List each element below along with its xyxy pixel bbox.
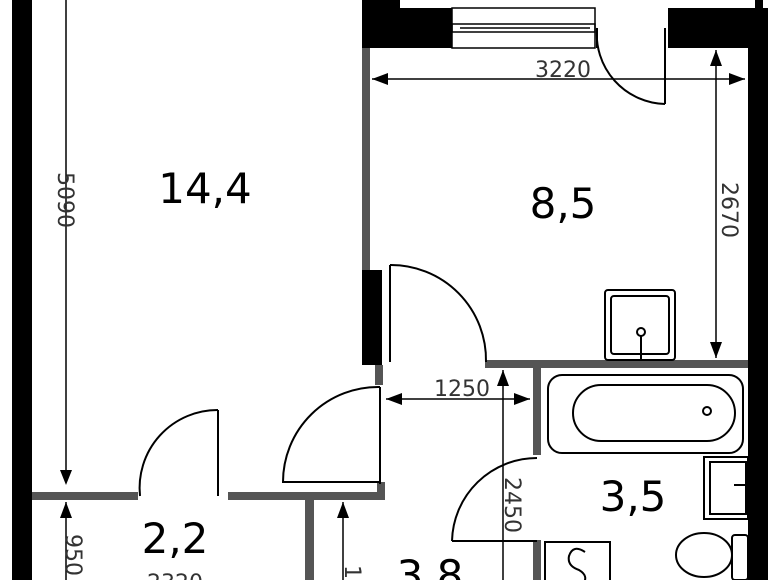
dimension-hall-depth: 13 xyxy=(337,502,364,580)
wall-segment xyxy=(375,365,383,385)
room-area-bathroom: 3,5 xyxy=(600,472,667,521)
bathtub-icon xyxy=(547,374,744,454)
dimension-entry-depth: 950 xyxy=(60,502,85,580)
outer-wall-left xyxy=(12,0,32,580)
wall-segment xyxy=(362,270,382,365)
dimension-label: 2450 xyxy=(499,477,524,533)
wall-bath xyxy=(533,368,541,455)
wall-stub xyxy=(362,0,400,8)
toilet-icon xyxy=(675,532,749,580)
wall-stub xyxy=(755,0,763,8)
living-door xyxy=(281,385,381,484)
outer-wall-top-right xyxy=(668,8,768,48)
dimension-living-height: 5090 xyxy=(52,0,77,485)
wall-kitchen-bath xyxy=(485,360,748,368)
dimension-corridor-width: 1250 xyxy=(386,377,530,405)
room-area-kitchen: 8,5 xyxy=(530,179,597,228)
wall-entry xyxy=(32,492,138,500)
dimension-label: 1250 xyxy=(434,377,490,402)
dimension-kitchen-depth: 2670 xyxy=(710,50,741,358)
dimension-entry-width: 2320 xyxy=(147,571,203,580)
kitchen-door xyxy=(389,263,488,363)
room-area-entry: 2,2 xyxy=(142,514,209,563)
wall-living-kitchen xyxy=(362,48,370,270)
dimension-label: 950 xyxy=(60,534,85,576)
room-area-living: 14,4 xyxy=(158,164,252,213)
dimension-bath-length: 2450 xyxy=(497,370,524,580)
entry-door xyxy=(138,408,219,497)
dimension-label: 2670 xyxy=(716,182,741,238)
outer-wall-right xyxy=(748,48,768,580)
dimension-kitchen-width: 3220 xyxy=(372,58,745,85)
wall-bath xyxy=(533,540,541,580)
dimension-label: 5090 xyxy=(52,172,77,228)
dimension-label: 13 xyxy=(339,565,364,580)
outer-wall-top-left xyxy=(362,8,452,48)
dimension-label: 3220 xyxy=(535,58,591,83)
washing-machine-icon xyxy=(544,541,611,580)
bath-sink-icon xyxy=(703,456,749,520)
room-area-hall: 3,8 xyxy=(397,551,464,580)
wall-entry xyxy=(377,482,385,500)
window xyxy=(451,7,596,49)
kitchen-sink-icon xyxy=(604,289,676,361)
wall-hall xyxy=(305,500,314,580)
balcony-door xyxy=(595,27,666,105)
wall-entry xyxy=(228,492,385,500)
bath-door xyxy=(451,457,538,542)
